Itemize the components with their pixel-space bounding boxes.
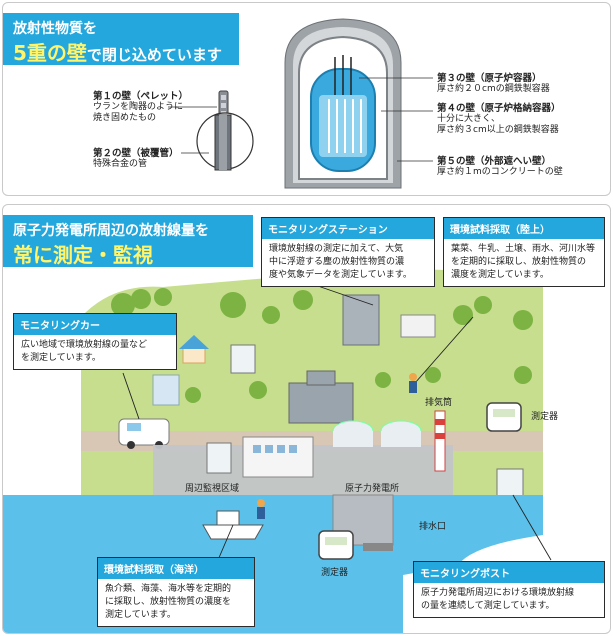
monitoring-panel: 原子力発電所周辺の放射線量を 常に測定・監視 モニタリングステーション 環境放射… <box>2 204 611 634</box>
monitoring-title-line1: 原子力発電所周辺の放射線量を <box>13 223 209 239</box>
monitoring-title-line2: 常に測定・監視 <box>13 243 153 267</box>
callout-monitoring-station-body: 環境放射線の測定に加えて、大気 中に浮遊する塵の放射性物質の濃 度や気象データを… <box>269 244 412 280</box>
callout-monitoring-post-title: モニタリングポスト <box>414 562 604 583</box>
callout-monitoring-car-body: 広い地域で環境放射線の量など を測定しています。 <box>21 340 148 363</box>
five-walls-panel: 放射性物質を 5重の壁で閉じ込めています <box>2 2 611 196</box>
callout-sea-sampling: 環境試料採取（海洋） 魚介類、海藻、海水等を定期的 に採取し、放射性物質の濃度を… <box>97 557 255 627</box>
five-walls-title-line2: 5重の壁で閉じ込めています <box>13 41 222 65</box>
label-meter-1: 測定器 <box>531 412 559 422</box>
callout-monitoring-post-body: 原子力発電所周辺における環境放射線 の量を連続して測定しています。 <box>421 588 575 611</box>
exhaust-stack <box>434 410 446 472</box>
callout-land-sampling: 環境試料採取（陸上） 葉菜、牛乳、土壌、雨水、河川水等 を定期的に採取し、放射性… <box>443 217 605 287</box>
wall-3-label: 第３の壁（原子炉容器） 厚さ約２０cmの鋼鉄製容器 <box>437 73 550 94</box>
label-nuclear-plant: 原子力発電所 <box>345 484 400 494</box>
callout-sea-sampling-title: 環境試料採取（海洋） <box>98 558 254 579</box>
wall-1-label: 第１の壁（ペレット） ウランを陶器のように 焼き固めたもの <box>93 91 189 123</box>
callout-monitoring-station: モニタリングステーション 環境放射線の測定に加えて、大気 中に浮遊する塵の放射性… <box>261 217 435 287</box>
cladding-tube-magnifier <box>196 112 254 171</box>
label-exhaust-stack: 排気筒 <box>425 398 453 408</box>
boat <box>202 524 264 540</box>
monitoring-car <box>118 418 170 446</box>
five-walls-title-line1: 放射性物質を <box>13 21 97 37</box>
wall-4-label: 第４の壁（原子炉格納容器） 十分に大きく、 厚さ約３cm以上の鋼鉄製容器 <box>437 103 561 135</box>
wall-2-label: 第２の壁（被覆管） 特殊合金の管 <box>93 148 179 169</box>
callout-monitoring-car: モニタリングカー 広い地域で環境放射線の量など を測定しています。 <box>13 313 177 370</box>
callout-monitoring-car-title: モニタリングカー <box>14 314 176 335</box>
label-meter-2: 測定器 <box>321 568 349 578</box>
label-water-outlet: 排水口 <box>419 522 447 532</box>
trees <box>111 288 533 403</box>
callout-land-sampling-body: 葉菜、牛乳、土壌、雨水、河川水等 を定期的に採取し、放射性物質の 濃度を測定して… <box>451 244 596 280</box>
monitoring-map <box>3 269 552 633</box>
label-monitoring-area: 周辺監視区域 <box>185 484 240 494</box>
five-walls-title: 放射性物質を 5重の壁で閉じ込めています <box>3 13 239 65</box>
callout-land-sampling-title: 環境試料採取（陸上） <box>444 218 604 239</box>
containment-illustration <box>168 18 433 189</box>
callout-monitoring-station-title: モニタリングステーション <box>262 218 434 239</box>
wall-5-label: 第５の壁（外部遮へい壁） 厚さ約１mのコンクリートの壁 <box>437 156 563 177</box>
callout-monitoring-post: モニタリングポスト 原子力発電所周辺における環境放射線 の量を連続して測定してい… <box>413 561 605 618</box>
monitoring-title: 原子力発電所周辺の放射線量を 常に測定・監視 <box>3 215 253 267</box>
callout-sea-sampling-body: 魚介類、海藻、海水等を定期的 に採取し、放射性物質の濃度を 測定しています。 <box>105 584 232 620</box>
